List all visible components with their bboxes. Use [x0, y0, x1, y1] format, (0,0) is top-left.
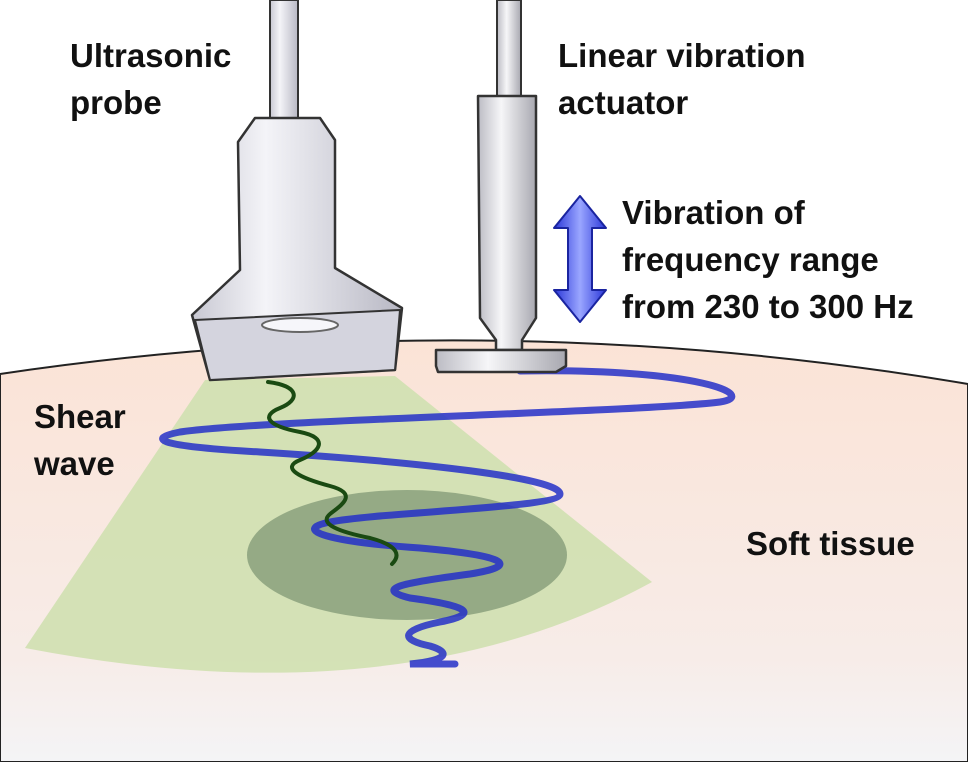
shear-wave-label-line: wave	[34, 445, 115, 482]
actuator-label-line: actuator	[558, 84, 689, 121]
probe-transducer	[261, 317, 339, 333]
actuator-foot	[434, 348, 568, 374]
vibration-label-line: from 230 to 300 Hz	[622, 288, 914, 325]
probe-label: Ultrasonic probe	[70, 32, 231, 126]
linear-vibration-actuator	[476, 94, 538, 352]
probe-label-line: probe	[70, 84, 162, 121]
vibration-arrow-icon	[553, 195, 607, 323]
probe-label-line: Ultrasonic	[70, 37, 232, 74]
actuator-label: Linear vibration actuator	[558, 32, 806, 126]
probe-cable	[269, 0, 299, 126]
vibration-label-line: Vibration of	[622, 194, 805, 231]
actuator-shaft	[496, 0, 522, 101]
shear-wave-line	[159, 367, 736, 668]
shear-wave-label-line: Shear	[34, 398, 126, 435]
vibration-label: Vibration of frequency range from 230 to…	[622, 189, 914, 330]
shear-wave-label: Shear wave	[34, 393, 126, 487]
actuator-label-line: Linear vibration	[558, 37, 806, 74]
probe-echo-wave	[266, 380, 399, 566]
soft-tissue-label: Soft tissue	[746, 520, 915, 567]
probe-face-shading	[194, 309, 401, 381]
vibration-label-line: frequency range	[622, 241, 879, 278]
soft-tissue-label-text: Soft tissue	[746, 525, 915, 562]
